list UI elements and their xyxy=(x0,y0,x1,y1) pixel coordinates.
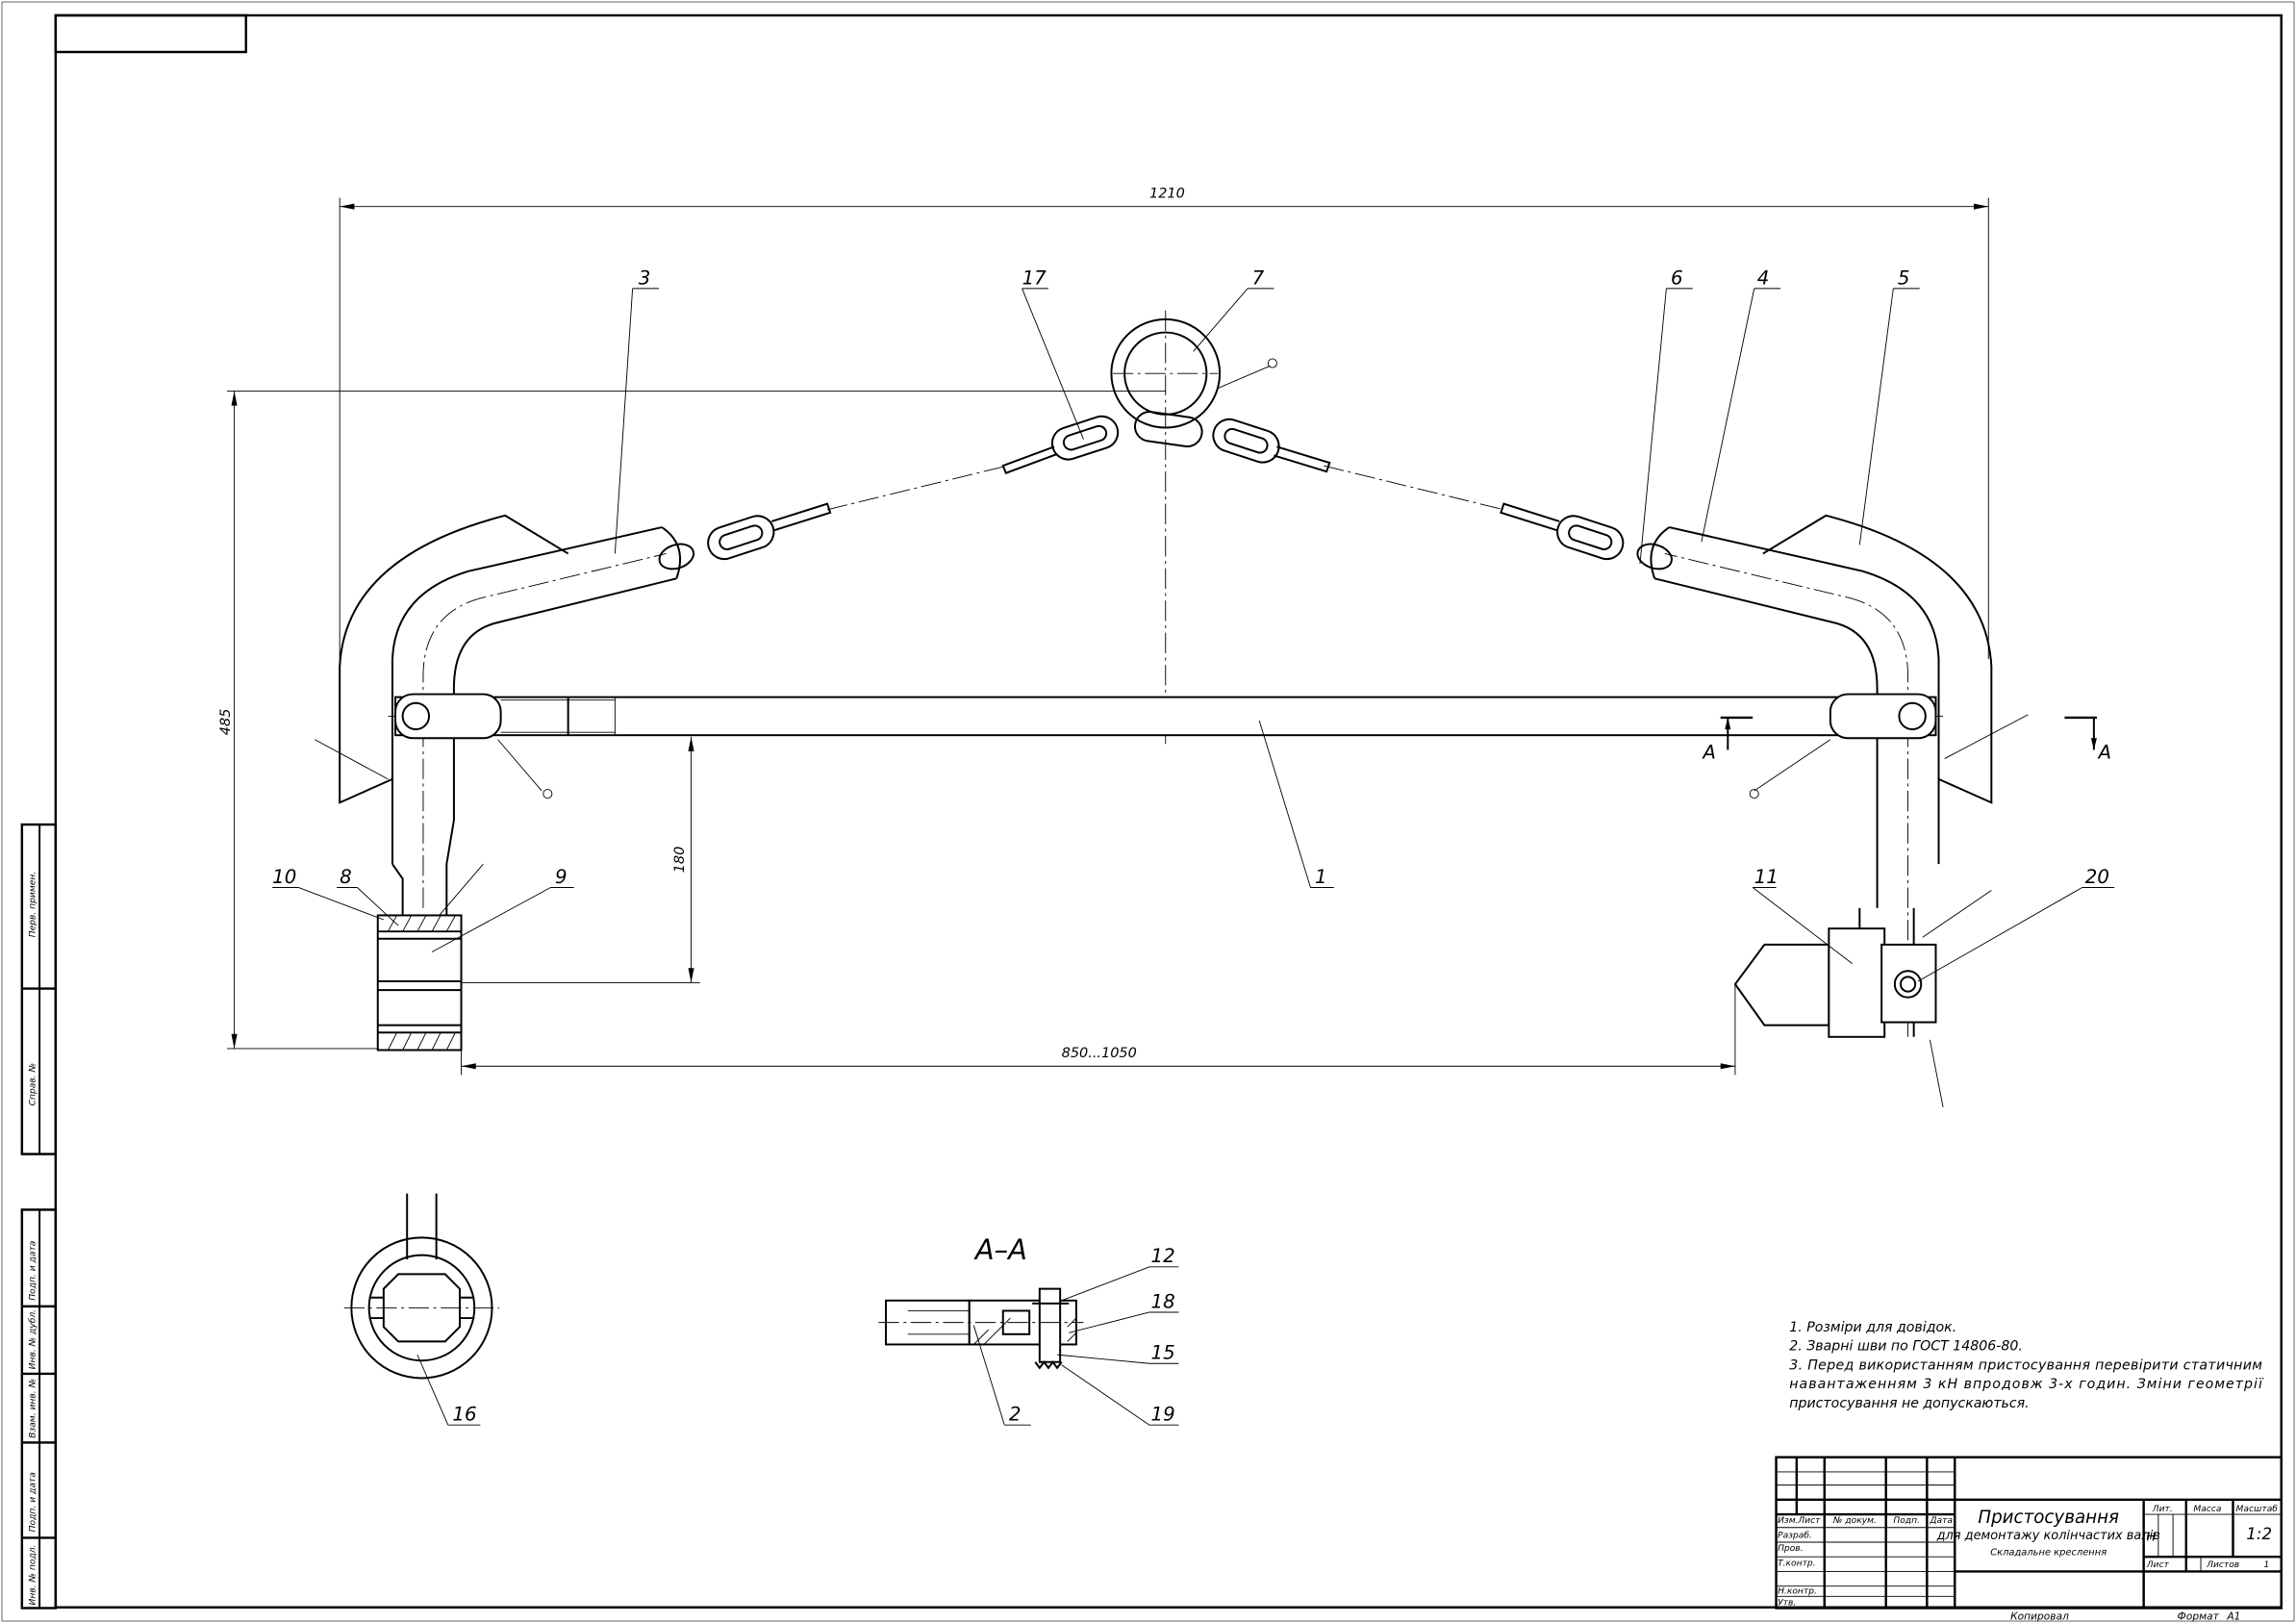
right-hook-arm xyxy=(1650,514,1993,1037)
callout-3: 3 xyxy=(639,266,651,289)
callout-7: 7 xyxy=(1252,266,1265,289)
dimension-180: 180 xyxy=(461,736,700,983)
tb-format-label: Формат xyxy=(2178,1610,2220,1623)
center-point-block xyxy=(1733,927,1937,1038)
callout-6: 6 xyxy=(1671,266,1683,289)
tb-header-sign: Подп. xyxy=(1893,1516,1920,1526)
title-block: Изм. Лист № докум. Подп. Дата Разраб. Пр… xyxy=(1775,1456,2283,1623)
cross-bar xyxy=(394,693,1937,740)
tb-copied: Копировал xyxy=(2010,1610,2069,1623)
tb-format-value: А1 xyxy=(2226,1610,2240,1623)
stamp-label: Подп. и дата xyxy=(29,1241,38,1301)
note-line: навантаженням 3 кН впродовж 3-х годин. З… xyxy=(1789,1377,2264,1392)
callout-12: 12 xyxy=(1151,1245,1175,1267)
tb-lit-value: Н xyxy=(2147,1530,2156,1543)
drawing-title: Пристосування xyxy=(1978,1508,2119,1528)
drawing-frame xyxy=(54,13,2283,1609)
tb-sheet-label: Лист xyxy=(2146,1560,2170,1570)
tb-role-utv: Утв. xyxy=(1778,1598,1796,1608)
section-marker-left: А xyxy=(1701,716,1754,764)
dimension-1210: 1210 xyxy=(339,187,1989,660)
tb-role-tkontr: Т.контр. xyxy=(1778,1559,1816,1568)
pivot-eye xyxy=(401,701,431,731)
callout-19: 19 xyxy=(1151,1404,1175,1426)
section-title: А–А xyxy=(973,1233,1027,1266)
dimension-text: 180 xyxy=(672,847,688,874)
tb-header-izm: Изм. xyxy=(1778,1516,1798,1526)
tb-scale-value: 1:2 xyxy=(2246,1524,2272,1543)
callout-11: 11 xyxy=(1754,866,1779,888)
callout-18: 18 xyxy=(1151,1290,1175,1312)
callout-5: 5 xyxy=(1898,266,1910,289)
dimension-text: 850...1050 xyxy=(1062,1046,1137,1061)
stamp-label: Взам. инв. № xyxy=(29,1379,38,1438)
stamp-label: Инв. № подл. xyxy=(29,1544,38,1605)
callout-10: 10 xyxy=(272,866,296,888)
chain-centerline-left xyxy=(826,465,1008,511)
drawing-subtitle: для демонтажу колінчастих валів xyxy=(1936,1529,2160,1543)
dimension-485: 485 xyxy=(218,390,1166,1050)
tb-sheets-value: 1 xyxy=(2263,1560,2269,1570)
callout-20: 20 xyxy=(2085,866,2109,888)
weld-leaders xyxy=(497,739,1831,792)
note-line: 1. Розміри для довідок. xyxy=(1789,1320,1956,1335)
callout-9: 9 xyxy=(555,866,568,888)
tb-role-razrab: Разраб. xyxy=(1778,1531,1812,1540)
callout-4: 4 xyxy=(1757,266,1770,289)
section-marker-letter: А xyxy=(2096,742,2111,764)
callout-2: 2 xyxy=(1009,1404,1022,1426)
dimension-text: 485 xyxy=(218,709,234,736)
callout-1: 1 xyxy=(1315,866,1327,888)
chain-centerline-right xyxy=(1324,465,1504,511)
callout-labels: 3 17 7 6 4 5 10 8 9 1 11 20 12 18 15 19 … xyxy=(272,266,2109,1425)
note-line: 2. Зварні шви по ГОСТ 14806-80. xyxy=(1789,1339,2023,1355)
technical-notes: 1. Розміри для довідок. 2. Зварні шви по… xyxy=(1789,1320,2264,1411)
dimension-850-1050: 850...1050 xyxy=(461,983,1736,1076)
section-a-a-view: А–А xyxy=(878,1233,1084,1370)
chain-right xyxy=(1500,502,1673,571)
tb-lit-label: Лит. xyxy=(2152,1505,2173,1514)
end-section-view xyxy=(343,1193,500,1380)
top-left-box xyxy=(54,13,247,54)
tb-role-nkontr: Н.контр. xyxy=(1778,1586,1817,1596)
side-stamp: Перв. примен. Справ. № Подп. и дата Инв.… xyxy=(20,823,58,1610)
left-hook-arm xyxy=(339,514,682,916)
dimension-text: 1210 xyxy=(1149,187,1185,202)
tb-scale-label: Масштаб xyxy=(2236,1505,2279,1514)
tb-sheets-label: Листов xyxy=(2206,1560,2239,1570)
stamp-label: Инв. № дубл. xyxy=(29,1309,38,1369)
left-roller xyxy=(376,914,463,1052)
section-marker-letter: А xyxy=(1701,742,1716,764)
tb-header-date: Дата xyxy=(1929,1516,1953,1526)
section-marker-right: А xyxy=(2064,716,2111,764)
stamp-label: Перв. примен. xyxy=(29,872,38,937)
note-line: 3. Перед використанням пристосування пер… xyxy=(1789,1357,2262,1373)
drawing-doc-type: Складальне креслення xyxy=(1990,1548,2107,1559)
callout-16: 16 xyxy=(452,1404,476,1426)
chain-left xyxy=(658,502,832,571)
note-line: пристосування не допускаються. xyxy=(1789,1396,2029,1411)
tb-role-prov: Пров. xyxy=(1778,1544,1804,1554)
tb-header-docno: № докум. xyxy=(1832,1516,1877,1526)
stamp-label: Справ. № xyxy=(29,1063,38,1105)
callout-leaders xyxy=(272,288,2115,1426)
weld-leaders xyxy=(315,714,2029,1107)
callout-15: 15 xyxy=(1151,1342,1175,1364)
callout-17: 17 xyxy=(1022,266,1047,289)
stamp-label: Подп. и дата xyxy=(29,1472,38,1532)
pivot-eye xyxy=(1898,701,1927,731)
tb-mass-label: Масса xyxy=(2193,1505,2221,1514)
callout-8: 8 xyxy=(340,866,352,888)
fixing-screw xyxy=(1893,970,1923,999)
chain-center xyxy=(1001,411,1331,474)
tb-header-list: Лист xyxy=(1797,1516,1821,1526)
